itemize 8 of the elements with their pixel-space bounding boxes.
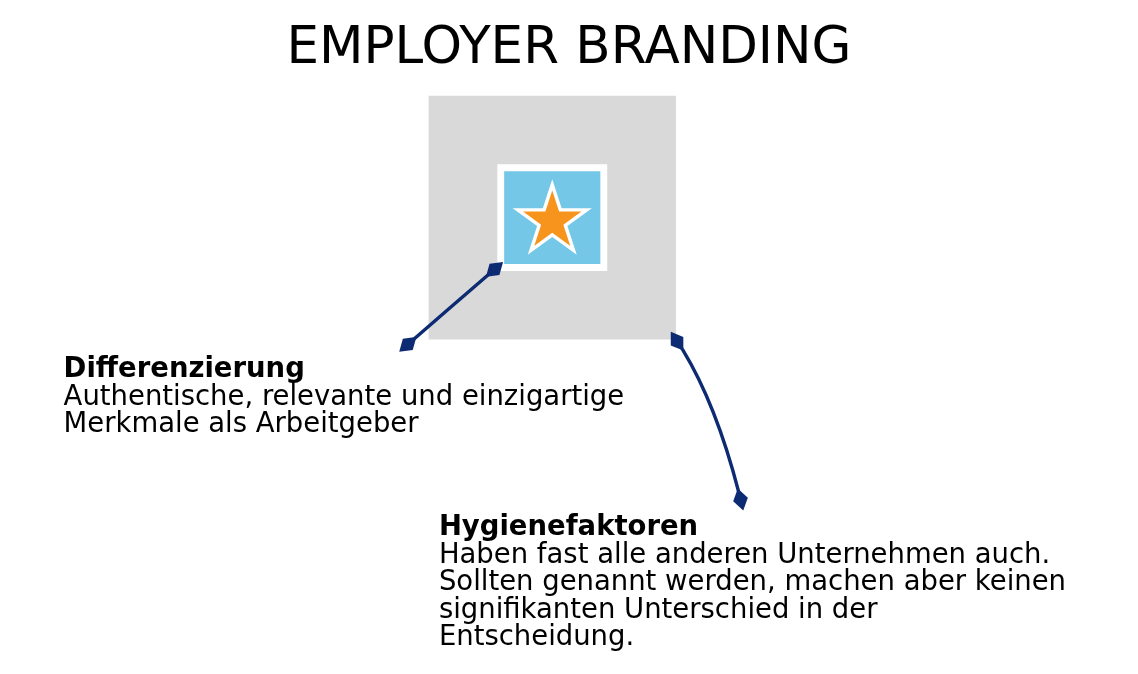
node-text: Hygienefaktoren Haben fast alle anderen Unternehmen auch. Sollten genannt werden, machen aber keinen signifikanten Unterschied in der Entscheidung. (438, 509, 1067, 651)
node-text: Differenzierung Authentische, relevante und einzigartige Merkmale als Arbeitgeber (63, 351, 625, 439)
cluster (497, 164, 608, 271)
node-star (512, 179, 592, 255)
connector (670, 331, 748, 511)
connector (399, 261, 504, 352)
cluster (428, 95, 676, 340)
diagram-title: EMPLOYER BRANDING (286, 15, 852, 76)
